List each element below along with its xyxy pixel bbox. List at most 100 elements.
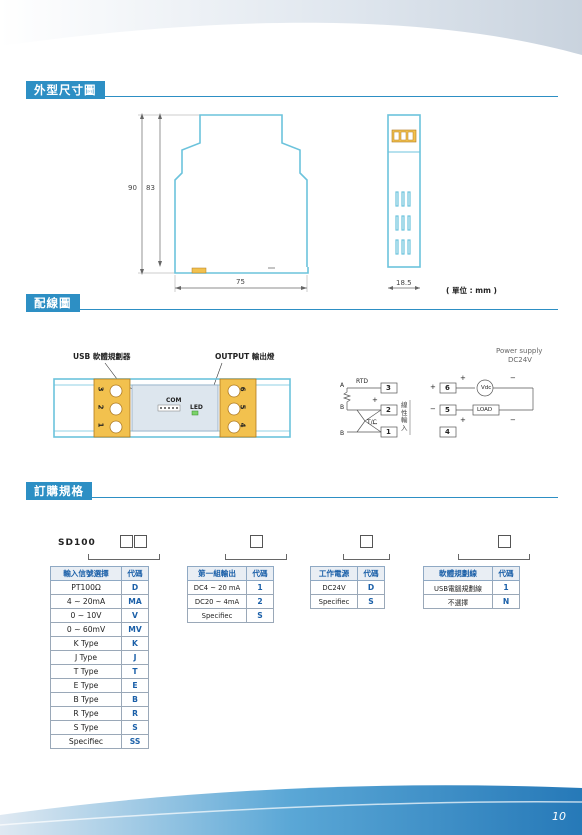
- table-header: 代碼: [492, 566, 520, 581]
- footer-swoosh: [0, 785, 582, 835]
- schematic-term-4: 4: [445, 428, 450, 436]
- table-cell: R Type: [50, 706, 122, 721]
- wiring-schematic: [342, 379, 534, 438]
- table-cell: D: [121, 580, 149, 595]
- section-underline: [26, 497, 558, 498]
- header-swoosh: [0, 0, 582, 55]
- table-cell: J Type: [50, 650, 122, 665]
- table-cell: B: [121, 692, 149, 707]
- com-label: COM: [166, 397, 182, 404]
- table-header: 工作電源: [310, 566, 358, 581]
- tc-label: T/C: [367, 419, 377, 426]
- right-terminal-5: 5: [238, 404, 247, 410]
- table-cell: 4 ~ 20mA: [50, 594, 122, 609]
- table-header: 代碼: [121, 566, 149, 581]
- code-bracket: [88, 554, 160, 560]
- dim-height-outer: 90: [128, 184, 137, 192]
- schematic-term-5: 5: [445, 406, 450, 414]
- minus-sign: −: [510, 374, 516, 382]
- table-cell: SS: [121, 734, 149, 749]
- plus-sign: +: [430, 383, 436, 391]
- minus-sign: −: [372, 420, 378, 428]
- point-b2: B: [340, 430, 345, 437]
- point-b1: B: [340, 404, 345, 411]
- dim-depth: 18.5: [396, 279, 412, 287]
- power-supply-label: Power supply: [496, 347, 543, 355]
- left-terminal-2: 2: [96, 404, 105, 410]
- code-bracket: [458, 554, 530, 560]
- left-terminal-3: 3: [96, 386, 105, 392]
- section-title-ordering: 訂購規格: [26, 482, 92, 500]
- output-led-label: OUTPUT 輸出燈: [215, 352, 275, 361]
- left-terminal-1: 1: [96, 422, 105, 428]
- table-cell: B Type: [50, 692, 122, 707]
- code-box-software: [498, 535, 511, 548]
- table-cell: PT100Ω: [50, 580, 122, 595]
- rtd-label: RTD: [356, 378, 369, 385]
- schematic-term-1: 1: [386, 428, 391, 436]
- table-cell: R: [121, 706, 149, 721]
- schematic-term-6: 6: [445, 384, 450, 392]
- minus-sign: −: [430, 405, 436, 413]
- table-cell: S: [357, 594, 385, 609]
- table-cell: N: [492, 594, 520, 609]
- table-cell: 不選擇: [423, 594, 493, 609]
- code-bracket: [225, 554, 287, 560]
- table-cell: 1: [246, 580, 274, 595]
- table-header: 軟體規劃線: [423, 566, 493, 581]
- linear-input-label: 線性輸入: [401, 401, 408, 432]
- point-a: A: [340, 382, 345, 389]
- schematic-term-3: 3: [386, 384, 391, 392]
- table-cell: DC4 ~ 20 mA: [187, 580, 247, 595]
- code-bracket: [343, 554, 390, 560]
- model-number: SD100: [58, 538, 96, 548]
- table-cell: DC24V: [310, 580, 358, 595]
- load-label: LOAD: [477, 407, 493, 413]
- plus-sign: +: [372, 396, 378, 404]
- table-cell: S: [121, 720, 149, 735]
- table-cell: 0 ~ 10V: [50, 608, 122, 623]
- table-cell: V: [121, 608, 149, 623]
- table-cell: T Type: [50, 664, 122, 679]
- table-cell: 0 ~ 60mV: [50, 622, 122, 637]
- table-cell: J: [121, 650, 149, 665]
- table-cell: DC20 ~ 4mA: [187, 594, 247, 609]
- code-box-input-1: [120, 535, 133, 548]
- dim-width: 75: [236, 278, 245, 286]
- table-cell: 2: [246, 594, 274, 609]
- table-cell: T: [121, 664, 149, 679]
- plus-sign: +: [460, 374, 466, 382]
- table-cell: S: [246, 608, 274, 623]
- table-cell: E Type: [50, 678, 122, 693]
- side-view-drawing: [138, 113, 309, 292]
- table-header: 代碼: [357, 566, 385, 581]
- led-label: LED: [190, 404, 203, 411]
- code-box-power: [360, 535, 373, 548]
- table-cell: K: [121, 636, 149, 651]
- table-cell: USB電腦規劃線: [423, 580, 493, 595]
- table-header: 輸入信號選擇: [50, 566, 122, 581]
- table-cell: Specifiec: [50, 734, 122, 749]
- section-underline: [26, 309, 558, 310]
- table-cell: 1: [492, 580, 520, 595]
- table-cell: MV: [121, 622, 149, 637]
- section-title-dimensions: 外型尺寸圖: [26, 81, 105, 99]
- front-view-drawing: [387, 114, 421, 290]
